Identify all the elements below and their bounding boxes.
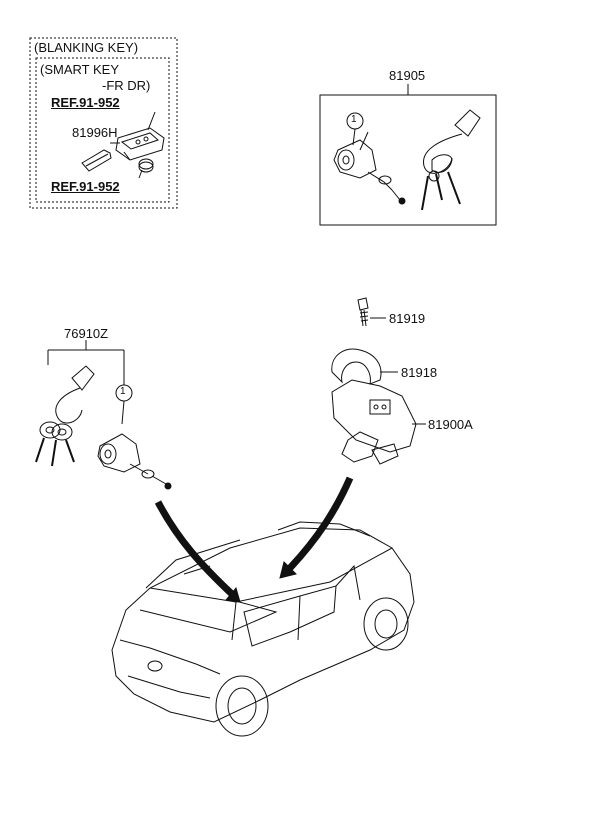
- key-set-box: [319, 84, 497, 226]
- smart-key-fob-drawing: [110, 111, 165, 161]
- key-cylinder-left-drawing: [97, 433, 172, 490]
- part-number-81919: 81919: [389, 311, 426, 326]
- smart-key-subtitle: -FR DR): [102, 78, 151, 93]
- part-number-81905: 81905: [389, 68, 426, 83]
- blanking-key-box: [29, 37, 178, 209]
- car-drawing: [111, 521, 415, 737]
- smart-key-title: (SMART KEY: [40, 62, 119, 77]
- lock-body-81900A-drawing: [331, 379, 426, 465]
- part-number-81900A: 81900A: [428, 417, 473, 432]
- ref-link-bottom[interactable]: REF.91-952: [51, 179, 120, 194]
- blank-key-drawing: [81, 149, 112, 172]
- bracket-81918-drawing: [331, 348, 398, 385]
- bolt-81919-drawing: [357, 297, 386, 327]
- ref-link-top[interactable]: REF.91-952: [51, 95, 120, 110]
- key-fob-left-drawing: [35, 365, 95, 467]
- part-number-81996H: 81996H: [72, 125, 118, 140]
- callout-1-upper: 1: [351, 114, 357, 125]
- pointer-arrow-left: [154, 500, 241, 603]
- pointer-arrow-right: [279, 476, 354, 579]
- battery-drawing: [138, 158, 154, 179]
- key-cylinder-upper-drawing: [333, 131, 406, 205]
- key-set-left-bracket: [47, 340, 133, 425]
- part-number-81918: 81918: [401, 365, 438, 380]
- key-fob-upper-drawing: [421, 109, 481, 211]
- part-number-76910Z: 76910Z: [64, 326, 109, 341]
- blanking-key-title: (BLANKING KEY): [34, 40, 139, 55]
- callout-1-left: 1: [120, 386, 126, 397]
